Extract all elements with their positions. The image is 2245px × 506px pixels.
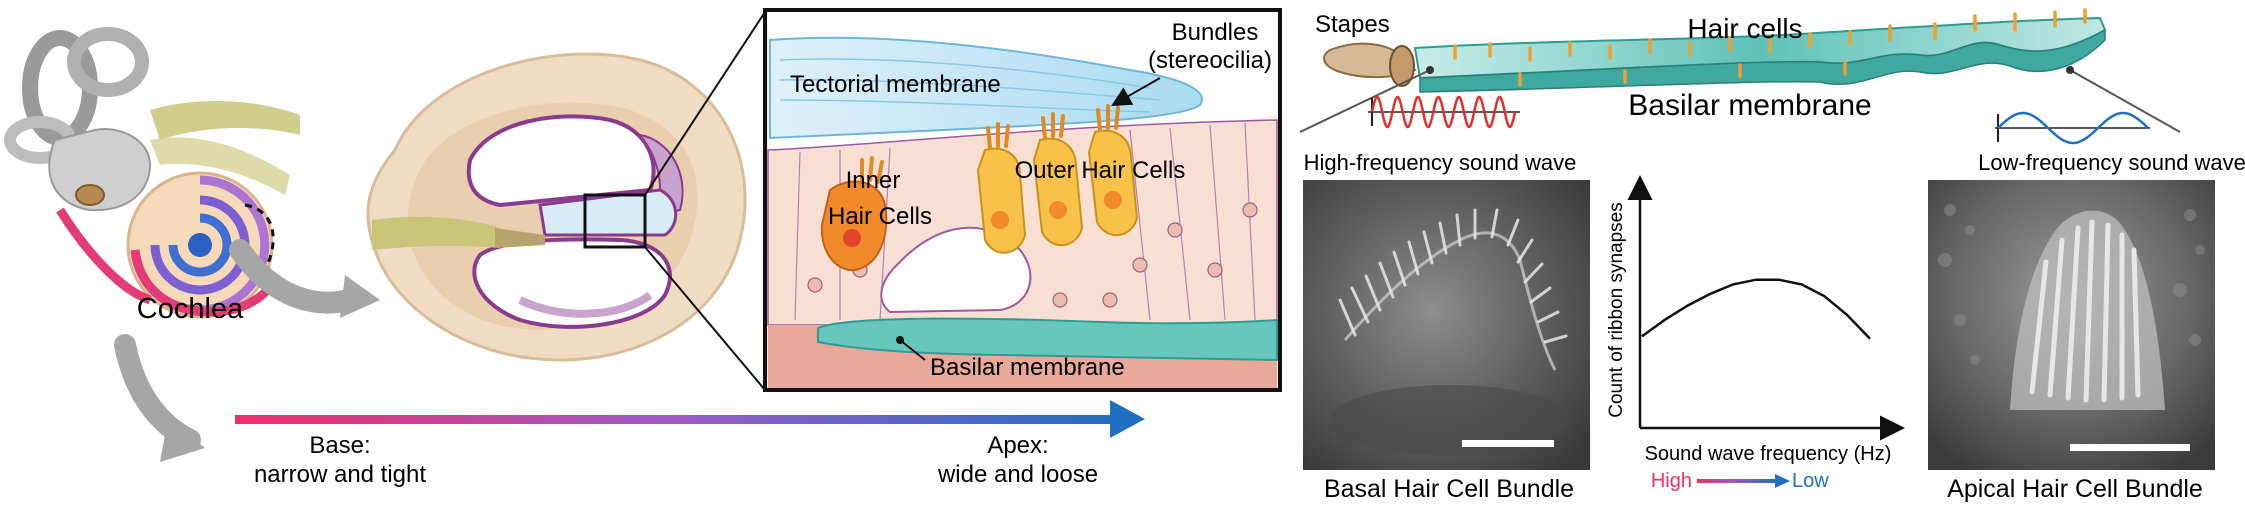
inner-hair-cells-label-line2: Hair Cells bbox=[828, 203, 932, 230]
gradient-bar bbox=[235, 415, 1125, 424]
inner-ear-illustration: Cochlea bbox=[4, 27, 380, 462]
ribbon-synapse-chart: Count of ribbon synapses Sound wave freq… bbox=[1606, 175, 1905, 492]
low-frequency-label: Low-frequency sound wave bbox=[1978, 150, 2245, 175]
axis-arrowhead-icon bbox=[1110, 400, 1145, 438]
apex-title: Apex: bbox=[987, 432, 1048, 459]
basilar-membrane-strip-label: Basilar membrane bbox=[1628, 89, 1871, 122]
high-frequency-wave bbox=[1370, 95, 1517, 129]
bundles-label-line1: Bundles bbox=[1172, 19, 1259, 46]
bundles-label-line2: (stereocilia) bbox=[1148, 47, 1272, 74]
chart-low-label: Low bbox=[1792, 470, 1829, 492]
basal-micrograph: Basal Hair Cell Bundle bbox=[1303, 180, 1590, 503]
cochlea-label: Cochlea bbox=[137, 293, 244, 325]
apical-label: Apical Hair Cell Bundle bbox=[1947, 475, 2203, 503]
frequency-gradient-bar bbox=[1697, 479, 1775, 483]
hair-cell-markers bbox=[1453, 8, 2087, 87]
unrolled-cochlea: Stapes Hair cells Basilar membrane bbox=[1299, 8, 2245, 175]
inner-hair-cells-label-line1: Inner bbox=[846, 167, 901, 194]
cochlea-cross-section bbox=[366, 11, 766, 391]
stapes-label: Stapes bbox=[1315, 11, 1390, 38]
outer-hair-cells-label: Outer Hair Cells bbox=[1015, 157, 1186, 184]
semicircular-canal bbox=[67, 27, 149, 97]
inner-hair-cell bbox=[820, 180, 888, 272]
hair-cells-label: Hair cells bbox=[1687, 13, 1802, 44]
axis-pointer-arrow-icon bbox=[114, 334, 201, 451]
zoom-box bbox=[583, 193, 647, 249]
outer-hair-cells bbox=[976, 104, 1139, 254]
high-frequency-label: High-frequency sound wave bbox=[1304, 150, 1577, 175]
basal-scale-bar bbox=[1462, 440, 1554, 447]
organ-of-corti-detail: Tectorial membrane Inner Ha bbox=[763, 8, 1282, 392]
tectorial-membrane-label: Tectorial membrane bbox=[790, 71, 1001, 98]
chart-high-label: High bbox=[1651, 470, 1692, 492]
chart-y-label: Count of ribbon synapses bbox=[1606, 202, 1627, 417]
apex-description: wide and loose bbox=[937, 461, 1098, 488]
apical-micrograph: Apical Hair Cell Bundle bbox=[1928, 180, 2215, 503]
base-apex-axis: Base: narrow and tight Apex: wide and lo… bbox=[235, 400, 1145, 488]
base-title: Base: bbox=[309, 432, 370, 459]
frequency-arrow-icon bbox=[1775, 474, 1790, 488]
apical-scale-bar bbox=[2070, 444, 2190, 451]
basilar-membrane-label: Basilar membrane bbox=[930, 354, 1125, 381]
chart-x-label: Sound wave frequency (Hz) bbox=[1645, 443, 1892, 465]
base-description: narrow and tight bbox=[254, 461, 426, 488]
chart-series-line bbox=[1641, 278, 1871, 340]
basal-label: Basal Hair Cell Bundle bbox=[1324, 475, 1574, 503]
low-frequency-wave bbox=[1997, 111, 2149, 145]
